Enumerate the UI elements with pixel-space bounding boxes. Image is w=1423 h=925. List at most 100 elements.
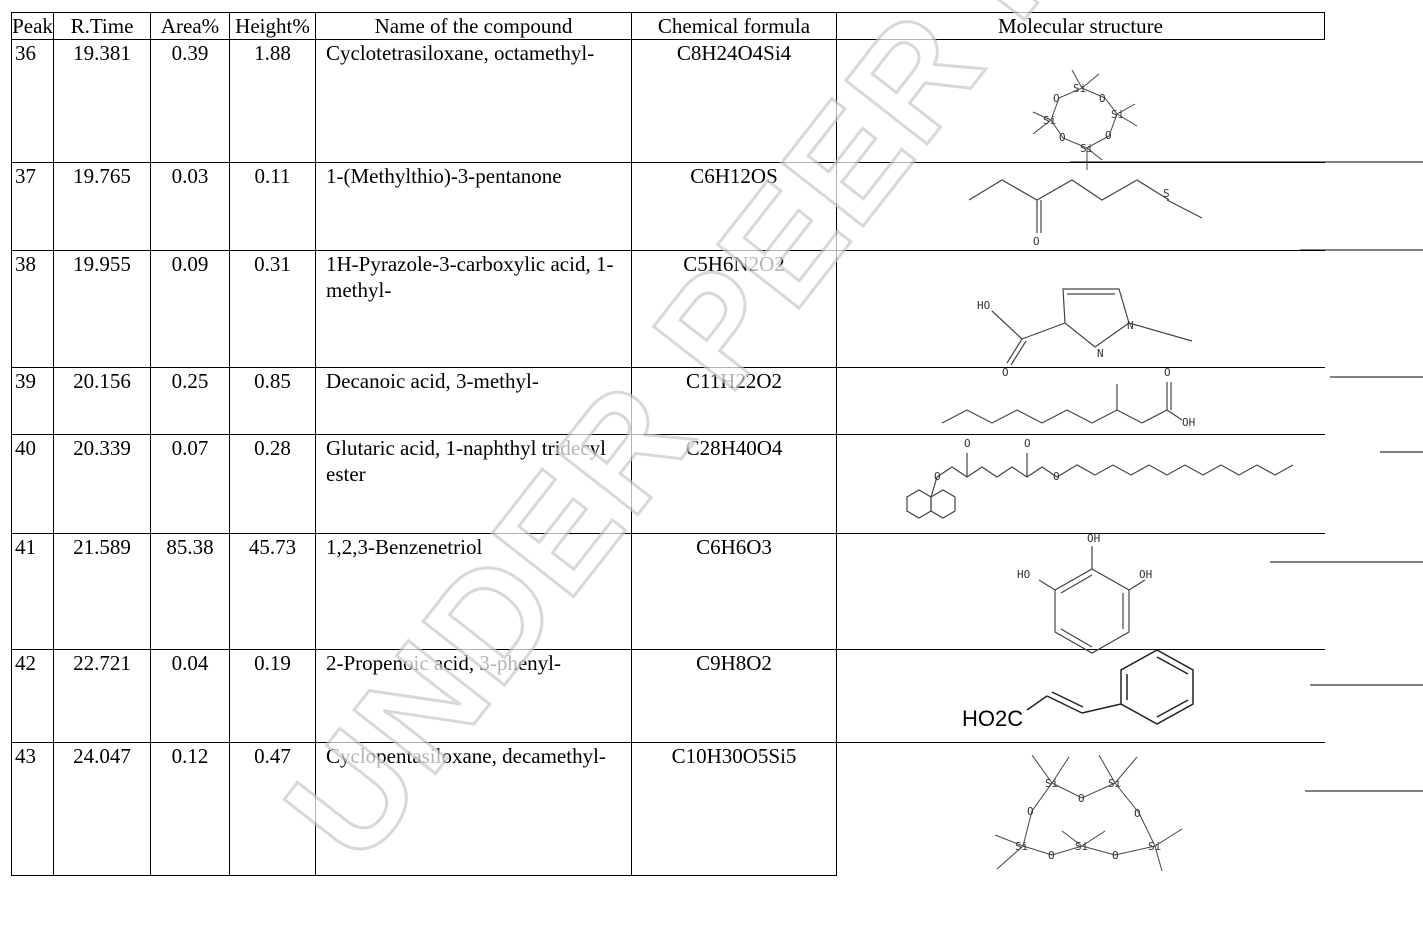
benzenetriol-structure: OH OH HO [1017, 532, 1152, 654]
atom-si: Si [1075, 840, 1088, 853]
cell-compound-name: Cyclopentasiloxane, decamethyl- [315, 742, 632, 876]
atom-o: O [1059, 131, 1066, 144]
atom-n: N [1097, 347, 1104, 360]
header-height: Height% [229, 12, 316, 40]
atom-oh: OH [1087, 532, 1100, 545]
atom-ho: HO [1017, 568, 1030, 581]
decanoic-acid-structure: O OH [941, 366, 1195, 429]
cell-height: 0.11 [229, 162, 316, 251]
gcms-compound-table: Peak R.Time Area% Height% Name of the co… [11, 12, 1325, 876]
cell-peak: 37 [11, 162, 54, 251]
cell-structure: HO O N N [836, 250, 1325, 379]
cell-area: 85.38 [150, 533, 230, 650]
cell-rtime: 20.339 [53, 434, 151, 534]
cell-structure: O S [836, 162, 1325, 251]
atom-si: Si [1073, 82, 1086, 95]
cell-formula: C8H24O4Si4 [631, 39, 837, 163]
atom-o: O [1053, 92, 1060, 105]
atom-o: O [1048, 849, 1055, 862]
cell-height: 45.73 [229, 533, 316, 650]
atom-o: O [1112, 849, 1119, 862]
cell-rtime: 21.589 [53, 533, 151, 650]
cell-structure: OH OH HO [836, 532, 1325, 654]
atom-s: S [1163, 187, 1170, 200]
cell-height: 1.88 [229, 39, 316, 163]
atom-si: Si [1108, 777, 1121, 790]
atom-n: N [1127, 319, 1134, 332]
atom-o: O [964, 437, 971, 450]
cell-height: 0.19 [229, 649, 316, 743]
atom-o: O [934, 470, 941, 483]
cell-height: 0.28 [229, 434, 316, 534]
glutaric-ester-structure: O O O O [906, 437, 1294, 519]
cell-height: 0.47 [229, 742, 316, 876]
cell-formula: C28H40O4 [631, 434, 837, 534]
cell-rtime: 24.047 [53, 742, 151, 876]
cell-area: 0.04 [150, 649, 230, 743]
table-row: 38 19.955 0.09 0.31 1H-Pyrazole-3-carbox… [11, 250, 1325, 379]
atom-si: Si [1080, 142, 1093, 155]
cell-structure: O O O O [836, 434, 1325, 534]
cell-compound-name: Glutaric acid, 1-naphthyl tridecyl ester [315, 434, 632, 534]
cell-rtime: 22.721 [53, 649, 151, 743]
atom-o: O [1099, 92, 1106, 105]
header-area: Area% [150, 12, 230, 40]
header-name: Name of the compound [315, 12, 632, 40]
cell-rtime: 19.955 [53, 250, 151, 368]
cell-peak: 38 [11, 250, 54, 368]
atom-o: O [1033, 235, 1040, 248]
header-row: Peak R.Time Area% Height% Name of the co… [11, 12, 1325, 40]
atom-o: O [1053, 470, 1060, 483]
cell-area: 0.12 [150, 742, 230, 876]
table-row: 43 24.047 0.12 0.47 Cyclopentasiloxane, … [11, 742, 1325, 876]
atom-o: O [1134, 807, 1141, 820]
cell-peak: 41 [11, 533, 54, 650]
cell-peak: 36 [11, 39, 54, 163]
atom-ho2c: HO2C [962, 706, 1023, 731]
cell-formula: C5H6N2O2 [631, 250, 837, 368]
atom-oh: OH [1139, 568, 1152, 581]
cell-rtime: 19.765 [53, 162, 151, 251]
table-row: 37 19.765 0.03 0.11 1-(Methylthio)-3-pen… [11, 162, 1325, 251]
cinnamic-acid-structure: HO2C [962, 649, 1194, 731]
atom-o: O [1078, 792, 1085, 805]
cyclotetrasiloxane-structure: Si O Si O Si O Si O [1032, 69, 1138, 170]
table-row: 40 20.339 0.07 0.28 Glutaric acid, 1-nap… [11, 434, 1325, 534]
cell-formula: C6H12OS [631, 162, 837, 251]
cell-peak: 40 [11, 434, 54, 534]
cell-compound-name: 1H-Pyrazole-3-carboxylic acid, 1-methyl- [315, 250, 632, 368]
cell-compound-name: Decanoic acid, 3-methyl- [315, 367, 632, 435]
cell-formula: C10H30O5Si5 [631, 742, 837, 876]
cell-area: 0.07 [150, 434, 230, 534]
cell-rtime: 19.381 [53, 39, 151, 163]
cell-structure: O OH [836, 366, 1325, 435]
atom-si: Si [1045, 777, 1058, 790]
cell-area: 0.03 [150, 162, 230, 251]
table-row: 39 20.156 0.25 0.85 Decanoic acid, 3-met… [11, 366, 1325, 435]
cell-area: 0.09 [150, 250, 230, 368]
table-row: 42 22.721 0.04 0.19 2-Propenoic acid, 3-… [11, 649, 1325, 743]
cell-structure: Si O Si O Si O Si O [836, 39, 1325, 170]
atom-o: O [1164, 366, 1171, 379]
cell-peak: 43 [11, 742, 54, 876]
cell-formula: C6H6O3 [631, 533, 837, 650]
cell-compound-name: 1,2,3-Benzenetriol [315, 533, 632, 650]
cell-peak: 39 [11, 367, 54, 435]
cell-formula: C11H22O2 [631, 367, 837, 435]
atom-si: Si [1148, 840, 1161, 853]
atom-oh: OH [1182, 416, 1195, 429]
atom-o: O [1105, 129, 1112, 142]
cell-compound-name: 1-(Methylthio)-3-pentanone [315, 162, 632, 251]
header-rtime: R.Time [53, 12, 151, 40]
atom-o: O [1024, 437, 1031, 450]
cyclopentasiloxane-structure: Si O Si O Si O Si O Si O [994, 754, 1183, 872]
cell-area: 0.25 [150, 367, 230, 435]
atom-si: Si [1111, 108, 1124, 121]
atom-o: O [1027, 805, 1034, 818]
cell-rtime: 20.156 [53, 367, 151, 435]
table-row: 41 21.589 85.38 45.73 1,2,3-Benzenetriol… [11, 532, 1325, 654]
cell-compound-name: 2-Propenoic acid, 3-phenyl- [315, 649, 632, 743]
header-structure: Molecular structure [836, 12, 1325, 40]
cell-peak: 42 [11, 649, 54, 743]
